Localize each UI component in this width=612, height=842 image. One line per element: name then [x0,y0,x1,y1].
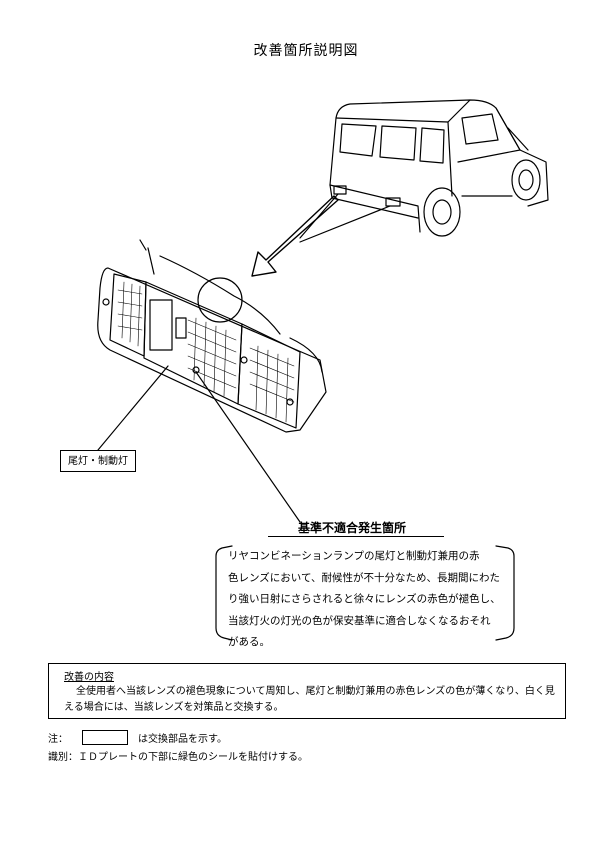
defect-bracket-left [215,545,233,641]
lamp-label: 尾灯・制動灯 [60,450,136,472]
defect-bracket-right [495,545,515,641]
defect-description: リヤコンビネーションランプの尾灯と制動灯兼用の赤 色レンズにおいて、耐候性が不十… [228,546,508,654]
note-suffix: は交換部品を示す。 [138,733,227,745]
lens-hatching [117,281,295,423]
defect-heading-underline [268,536,444,537]
replacement-part-swatch [82,729,128,745]
defect-line: 当該灯火の灯光の色が保安基準に適合しなくなるおそれ [228,614,491,627]
defect-line: 色レンズにおいて、耐候性が不十分なため、長期間にわた [228,571,500,584]
improvement-body: 全使用者へ当該レンズの褪色現象について周知し、尾灯と制動灯兼用の赤色レンズの色が… [64,686,555,713]
defect-line: り強い日射にさらされると徐々にレンズの赤色が褪色し、 [228,593,501,605]
note-row: 注： は交換部品を示す。 [48,729,227,745]
improvement-title: 改善の内容 [64,672,114,683]
view-arrow [251,195,339,277]
identification-note: 識別：ＩＤプレートの下部に緑色のシールを貼付けする。 [48,752,308,763]
defect-heading: 基準不適合発生箇所 [298,521,407,535]
improvement-box [48,663,566,719]
page-title: 改善箇所説明図 [253,43,359,59]
defect-line: リヤコンビネーションランプの尾灯と制動灯兼用の赤 [228,550,480,562]
tail-lamp-drawing [97,239,327,433]
vehicle-drawing [329,99,549,237]
defect-line: がある。 [228,636,270,648]
note-prefix: 注： [48,733,68,745]
